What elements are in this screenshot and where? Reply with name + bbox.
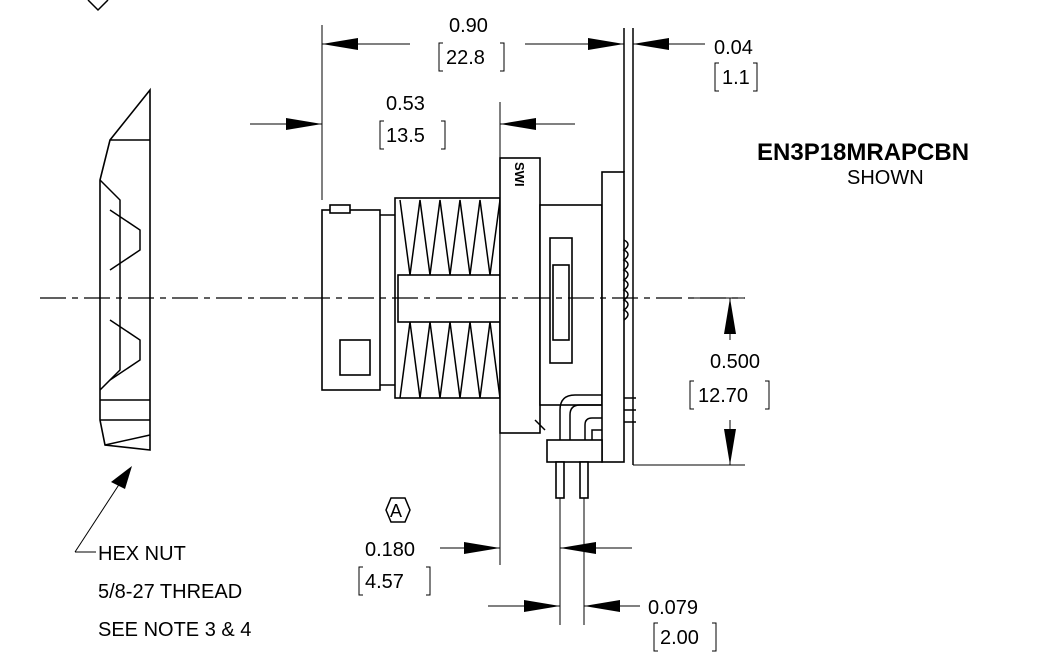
datum-a: A [385,497,411,523]
dim-thread-length-inch: 0.53 [386,93,425,115]
part-number-subtitle: SHOWN [847,167,924,189]
rear-body [539,204,603,406]
dim-overall-length: 0.90 22.8 [321,15,624,200]
hex-nut [99,87,151,451]
corner-mark [87,0,109,12]
dim-thread-length-mm: 13.5 [386,125,425,147]
dim-pin-offset-inch: 0.180 [365,539,415,561]
pcb [601,171,636,463]
dim-overall-length-inch: 0.90 [449,15,488,37]
plug-cap [321,204,395,391]
dim-thread-length: 0.53 13.5 [250,93,575,158]
datum-a-label: A [390,501,402,521]
right-angle-pins [534,394,603,499]
callout-note: SEE NOTE 3 & 4 [98,619,251,641]
dim-panel-thickness: 0.04 1.1 [633,37,758,92]
dim-overall-length-mm: 22.8 [446,47,485,69]
dim-panel-thickness-inch: 0.04 [714,37,753,59]
dim-pin-offset-mm: 4.57 [365,571,404,593]
dim-centerline-height-inch: 0.500 [710,351,760,373]
dim-centerline-height-mm: 12.70 [698,385,748,407]
dim-centerline-height: 0.500 12.70 [633,297,770,466]
dim-panel-thickness-mm: 1.1 [722,67,750,89]
part-number-title: EN3P18MRAPCBN [757,139,969,166]
dim-pin-pitch-mm: 2.00 [660,627,699,649]
dim-pin-offset: 0.180 4.57 [358,433,501,596]
callout-hex-nut: HEX NUT [98,543,186,565]
dim-pin-pitch-inch: 0.079 [648,597,698,619]
flange: SWI [499,157,541,434]
dim-pin-pitch: 0.079 2.00 [488,498,717,652]
flange-marking: SWI [512,162,527,187]
callout-thread: 5/8-27 THREAD [98,581,242,603]
